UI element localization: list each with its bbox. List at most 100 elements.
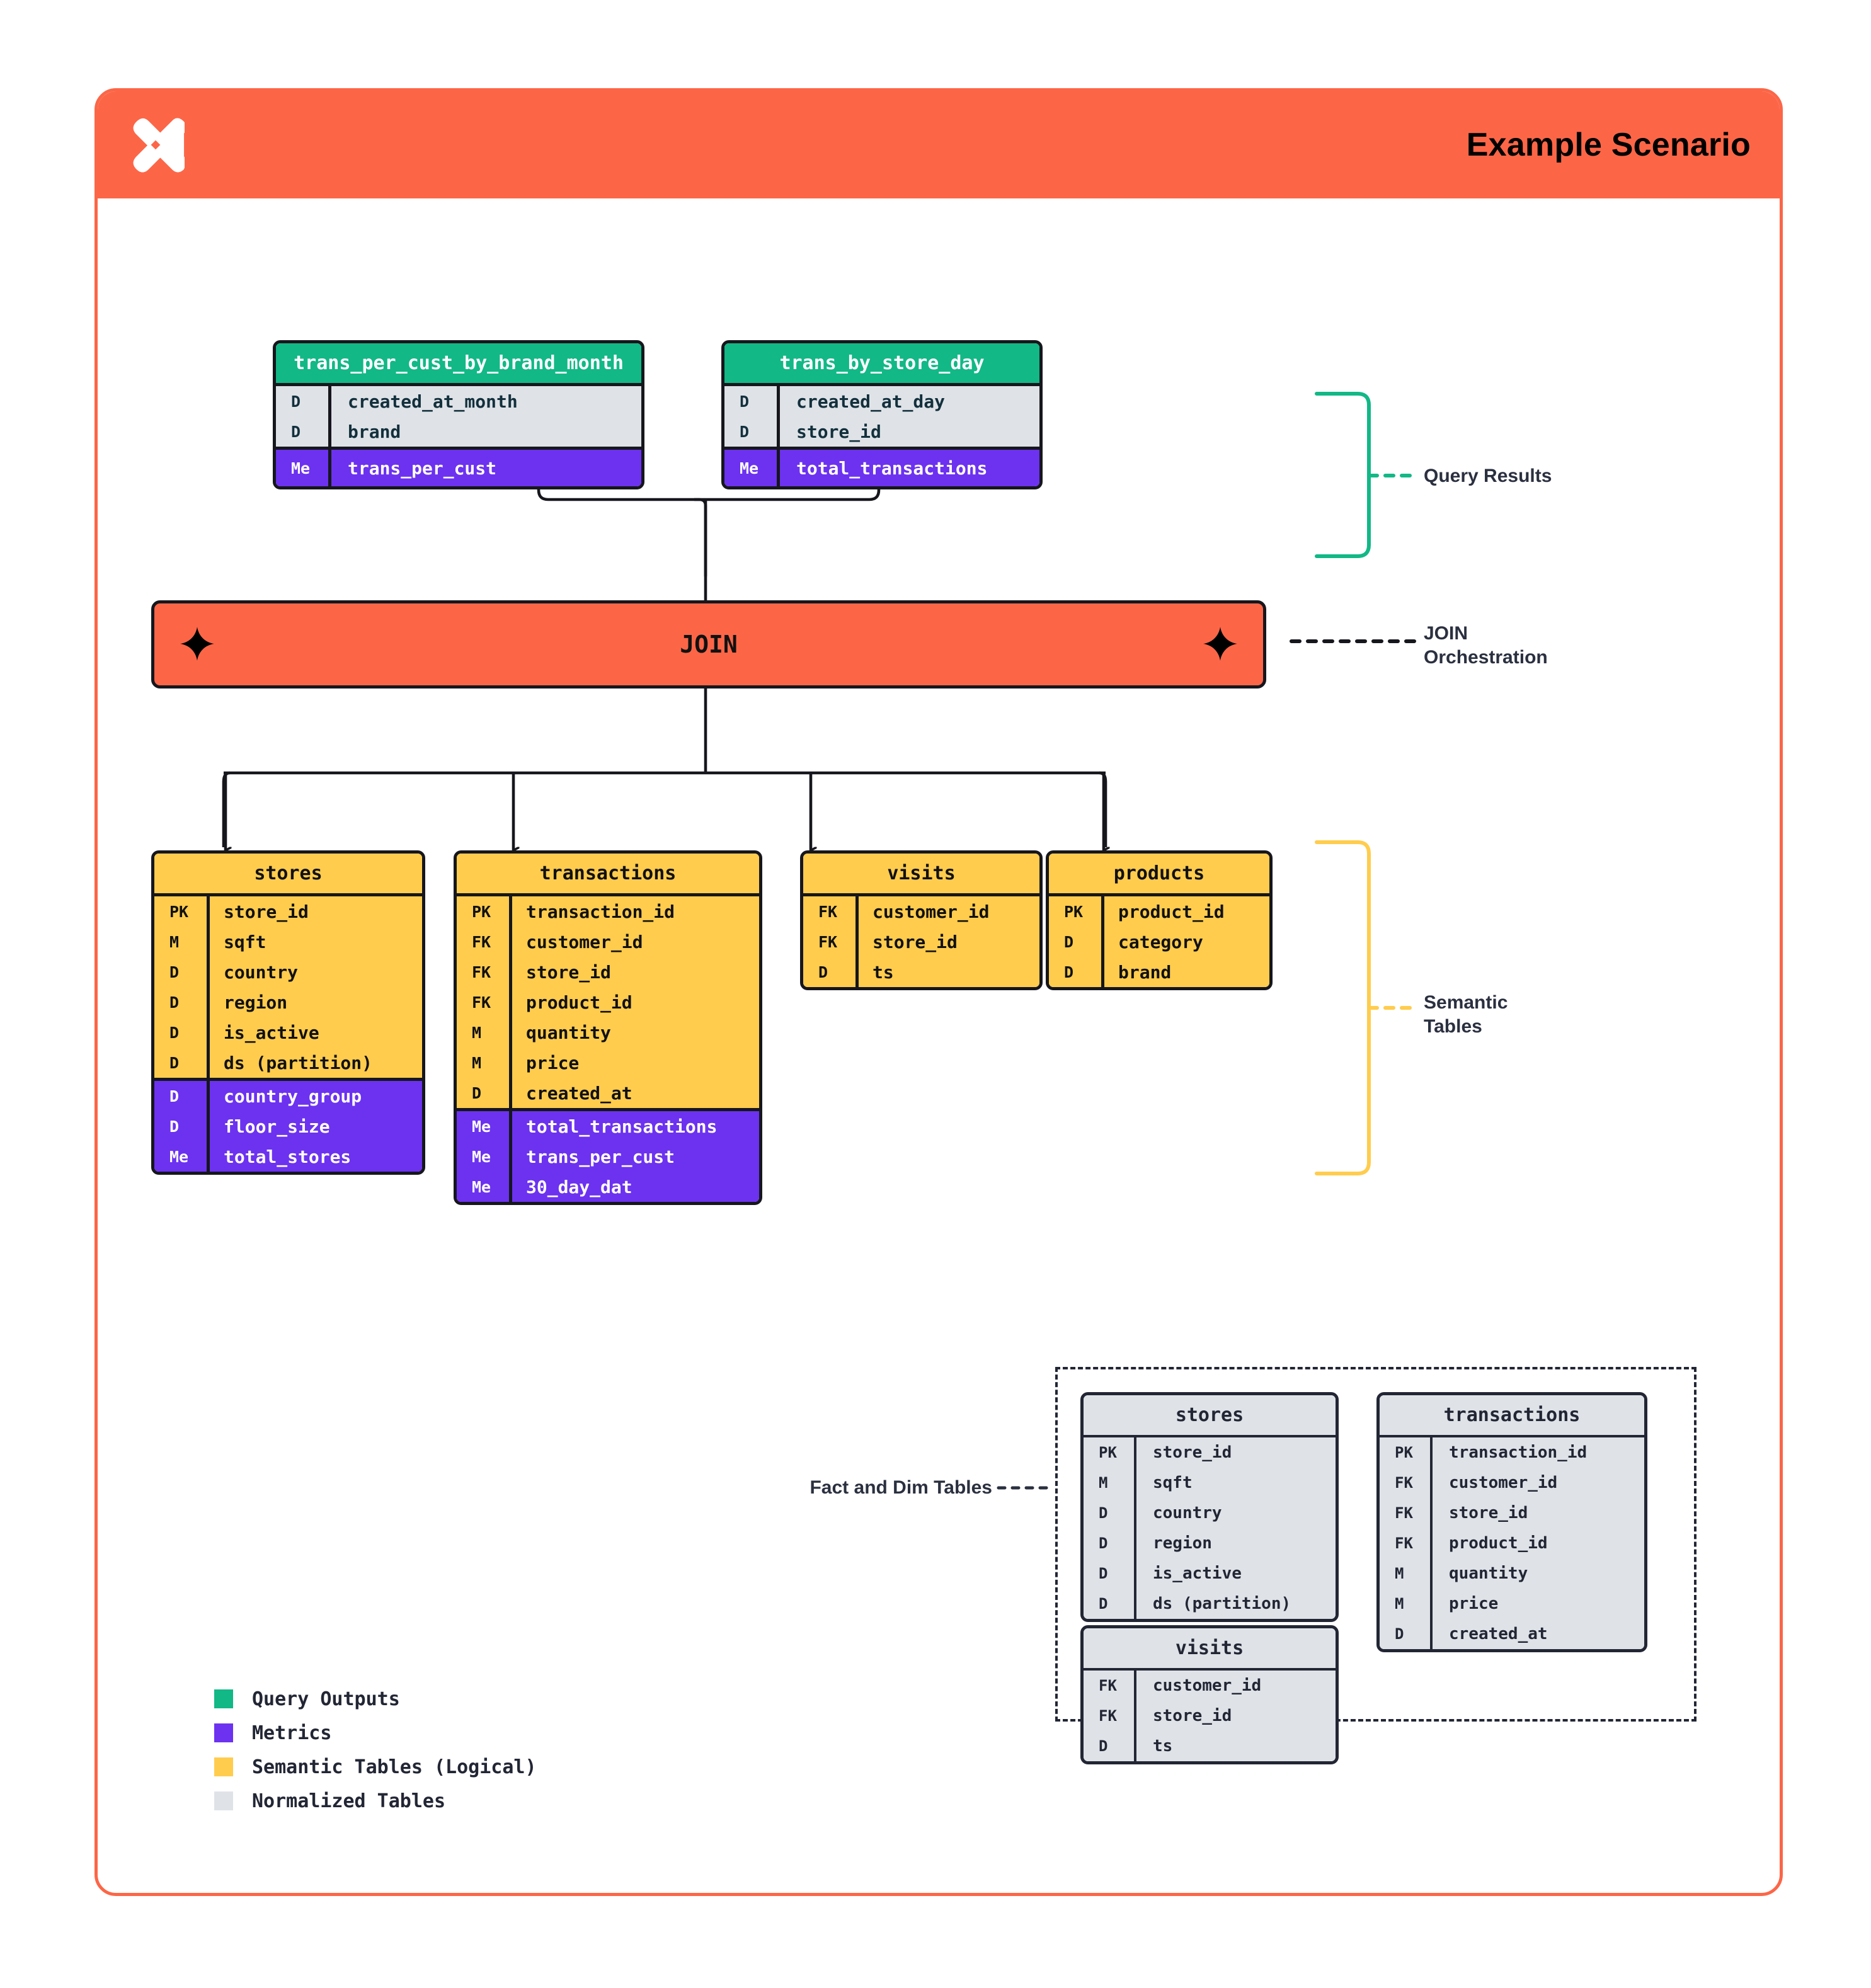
row-value: region xyxy=(224,991,288,1013)
row-key: D xyxy=(291,392,301,411)
row-value: category xyxy=(1118,931,1203,952)
legend-item: Normalized Tables xyxy=(214,1784,537,1818)
row-key: M xyxy=(1395,1595,1404,1613)
semantic-tables-bracket xyxy=(1315,840,1371,1175)
legend: Query Outputs Metrics Semantic Tables (L… xyxy=(214,1682,537,1818)
table-row: PK product_id xyxy=(1049,896,1269,927)
row-key: Me xyxy=(472,1147,491,1166)
query-result-table-1[interactable]: trans_by_store_day D created_at_day D st… xyxy=(721,340,1043,489)
row-value: country xyxy=(224,961,299,983)
table-title: transactions xyxy=(1380,1395,1644,1437)
query-result-table-0[interactable]: trans_per_cust_by_brand_month D created_… xyxy=(273,340,644,489)
row-value: store_id xyxy=(1449,1504,1528,1522)
row-value: brand xyxy=(1118,961,1172,983)
legend-label: Normalized Tables xyxy=(252,1790,446,1812)
legend-label: Metrics xyxy=(252,1722,332,1744)
card-header: Example Scenario xyxy=(98,91,1780,198)
row-value: customer_id xyxy=(1153,1676,1262,1695)
row-value: quantity xyxy=(526,1022,611,1043)
row-value: customer_id xyxy=(1449,1473,1558,1492)
row-key: D xyxy=(169,963,180,981)
row-key: PK xyxy=(1064,902,1084,921)
row-value: floor_size xyxy=(224,1116,330,1137)
row-value: created_at_day xyxy=(796,391,946,412)
row-value: ds (partition) xyxy=(224,1052,373,1073)
row-value: ts xyxy=(873,961,894,983)
table-row: Me trans_per_cust xyxy=(276,450,641,486)
row-value: product_id xyxy=(1449,1534,1548,1553)
row-value: country_group xyxy=(224,1085,362,1107)
row-value: price xyxy=(1449,1594,1499,1613)
row-key: D xyxy=(818,963,828,981)
row-value: customer_id xyxy=(526,931,643,952)
legend-item: Semantic Tables (Logical) xyxy=(214,1750,537,1784)
row-key: FK xyxy=(818,932,838,951)
join-label: JOIN xyxy=(680,631,738,658)
row-key: PK xyxy=(169,902,189,921)
annotation-line-1: JOIN xyxy=(1424,623,1468,644)
table-title: stores xyxy=(1084,1395,1336,1437)
sparkle-icon xyxy=(1203,627,1237,661)
join-bar[interactable]: JOIN xyxy=(151,600,1266,688)
row-key: D xyxy=(1395,1625,1404,1643)
legend-swatch xyxy=(214,1689,233,1708)
table-title: stores xyxy=(154,854,422,896)
row-key: Me xyxy=(169,1147,189,1166)
row-key: D xyxy=(169,1117,180,1136)
row-value: sqft xyxy=(224,931,266,952)
row-value: created_at_month xyxy=(348,391,518,412)
legend-label: Query Outputs xyxy=(252,1688,400,1710)
row-value: product_id xyxy=(1118,901,1225,922)
sparkle-icon xyxy=(180,627,214,661)
table-row: D store_id xyxy=(724,416,1039,447)
row-value: total_transactions xyxy=(796,457,988,479)
row-key: PK xyxy=(472,902,491,921)
annotation-line-1: Semantic xyxy=(1424,992,1508,1013)
annotation-fact-dim: Fact and Dim Tables xyxy=(810,1477,992,1498)
row-key: Me xyxy=(740,459,759,477)
row-key: M xyxy=(1395,1565,1404,1582)
legend-swatch xyxy=(214,1791,233,1810)
table-title: trans_per_cust_by_brand_month xyxy=(276,343,641,383)
row-value: is_active xyxy=(1153,1564,1242,1583)
row-value: total_stores xyxy=(224,1146,352,1167)
row-key: Me xyxy=(472,1177,491,1196)
row-key: FK xyxy=(818,902,838,921)
table-row: Me total_stores xyxy=(154,1141,422,1172)
row-key: D xyxy=(1099,1595,1108,1613)
row-key: D xyxy=(169,1023,180,1042)
table-title: trans_by_store_day xyxy=(724,343,1039,383)
annotation-line-2: Orchestration xyxy=(1424,646,1548,668)
legend-item: Metrics xyxy=(214,1716,537,1750)
